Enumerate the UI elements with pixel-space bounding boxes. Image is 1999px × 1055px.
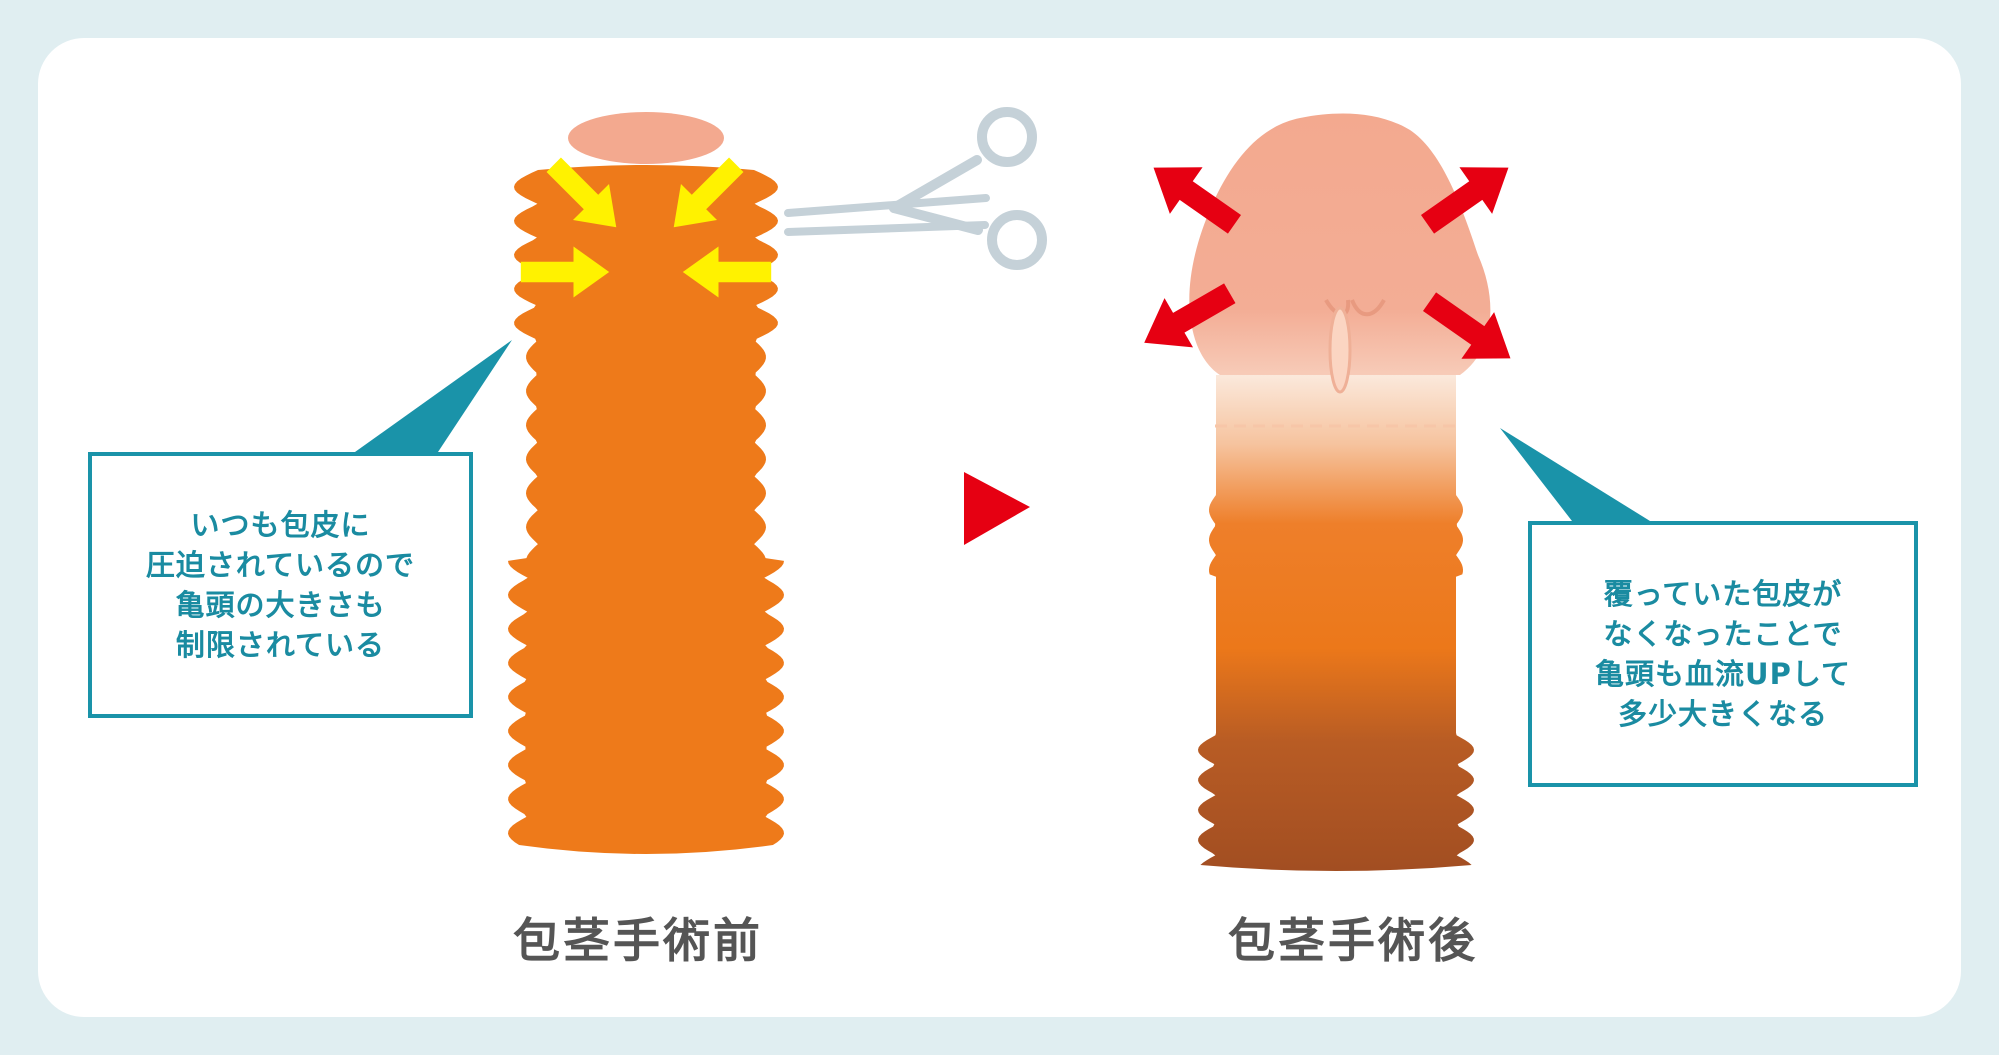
play-triangle-icon bbox=[964, 472, 1030, 545]
caption-before-surgery: 包茎手術前 bbox=[513, 914, 763, 969]
after-urethral-opening bbox=[1328, 306, 1352, 394]
after-callout-line-1: 覆っていた包皮が bbox=[1603, 576, 1843, 611]
after-callout-line-3: 亀頭も血流UPして bbox=[1595, 657, 1851, 691]
before-callout-line-1: いつも包皮に bbox=[190, 507, 371, 542]
after-glans bbox=[1189, 113, 1491, 376]
before-callout-line-4: 制限されている bbox=[175, 628, 386, 663]
after-penis-illustration bbox=[1189, 113, 1491, 871]
after-callout-pointer bbox=[1500, 428, 1650, 521]
caption-after-surgery: 包茎手術後 bbox=[1228, 914, 1478, 969]
before-callout-box: いつも包皮に 圧迫されているので 亀頭の大きさも 制限されている bbox=[88, 452, 473, 718]
before-foreskin-body bbox=[508, 165, 784, 854]
before-callout-line-3: 亀頭の大きさも bbox=[175, 588, 386, 622]
after-callout-line-2: なくなったことで bbox=[1603, 616, 1843, 651]
scissors-icon bbox=[784, 107, 1047, 270]
after-callout-box: 覆っていた包皮が なくなったことで 亀頭も血流UPして 多少大きくなる bbox=[1528, 521, 1918, 787]
before-glans-tip bbox=[568, 112, 724, 164]
before-callout-line-2: 圧迫されているので bbox=[145, 547, 416, 582]
before-penis-illustration bbox=[508, 112, 784, 854]
after-shaft bbox=[1198, 375, 1474, 871]
after-callout-line-4: 多少大きくなる bbox=[1617, 697, 1828, 732]
before-callout-pointer bbox=[355, 340, 512, 452]
